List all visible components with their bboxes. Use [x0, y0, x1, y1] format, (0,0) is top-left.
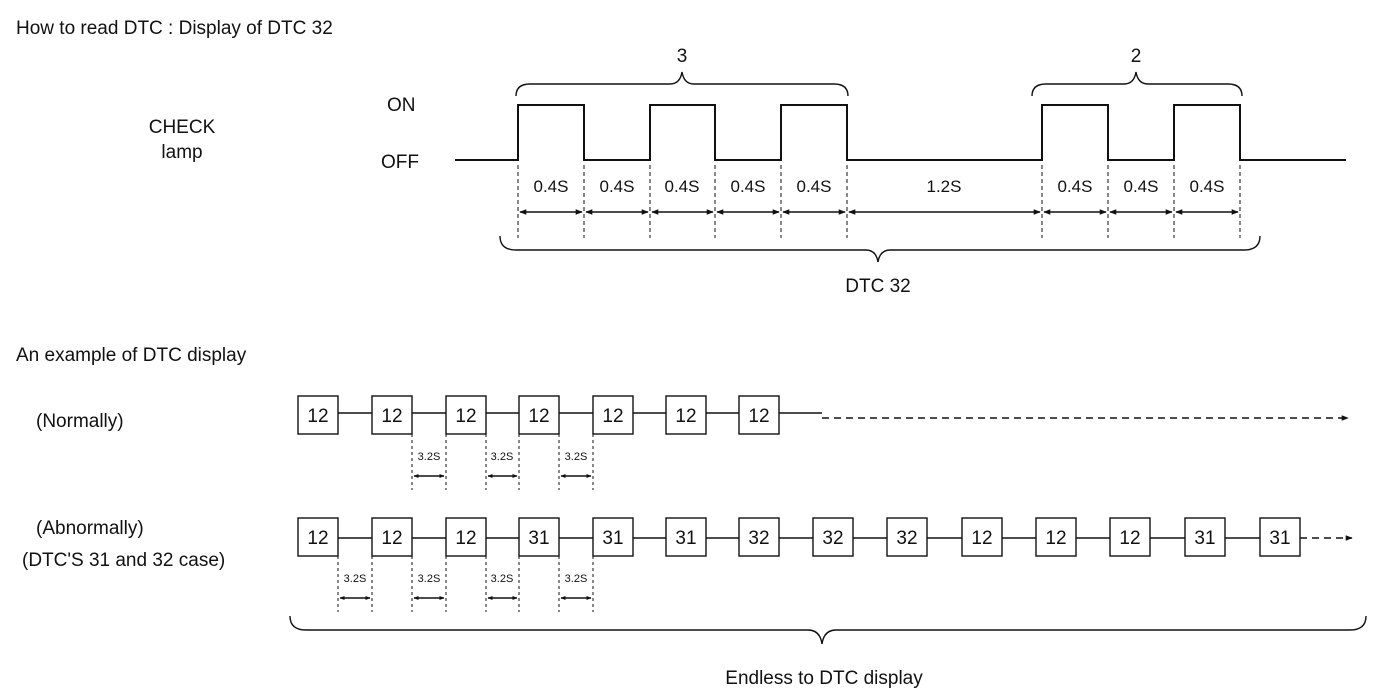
dtc-box	[445, 395, 487, 435]
state-off-label: OFF	[381, 152, 419, 173]
dtc-box-label: 31	[675, 528, 696, 549]
normal-row-label: (Normally)	[36, 411, 124, 432]
dtc-box-label: 12	[307, 528, 328, 549]
dtc-box-label: 32	[896, 528, 917, 549]
brace-first-group	[515, 71, 849, 97]
dtc-box-label: 12	[602, 406, 623, 427]
abnormal-intervals: 3.2S 3.2S 3.2S 3.2S	[337, 556, 594, 612]
lamp-signal-waveform	[455, 104, 1346, 161]
interval-label: 3.2S	[491, 573, 514, 585]
heading-read-dtc: How to read DTC : Display of DTC 32	[16, 18, 333, 39]
dtc-box	[1109, 517, 1151, 557]
dtc-box	[738, 517, 780, 557]
dtc-box	[961, 517, 1003, 557]
dtc-box	[1259, 517, 1301, 557]
check-lamp-label-line2: lamp	[161, 142, 202, 163]
dtc-box-label: 12	[455, 528, 476, 549]
dtc-box-label: 31	[1269, 528, 1290, 549]
dtc-box-label: 12	[675, 406, 696, 427]
interval-label: 3.2S	[491, 451, 514, 463]
dtc-box-label: 12	[1045, 528, 1066, 549]
interval-label: 3.2S	[565, 573, 588, 585]
abnormal-row-label-line2: (DTC'S 31 and 32 case)	[22, 550, 225, 571]
dtc-box-label: 32	[822, 528, 843, 549]
normal-intervals: 3.2S 3.2S 3.2S	[411, 434, 594, 490]
dtc-box	[592, 517, 634, 557]
interval-label: 3.2S	[565, 451, 588, 463]
abnormal-row-label: (Abnormally)	[36, 518, 144, 539]
dtc-box	[371, 395, 413, 435]
duration-label: 0.4S	[534, 177, 569, 196]
duration-label: 0.4S	[665, 177, 700, 196]
brace-second-group	[1031, 71, 1243, 97]
second-digit-count: 2	[1131, 46, 1142, 67]
abnormal-sequence: 12 12 12 31 31 31 32 32 32 12 12 12 31 3…	[297, 517, 1353, 557]
duration-label: 0.4S	[1058, 177, 1093, 196]
first-digit-count: 3	[677, 46, 688, 67]
dtc-box	[445, 517, 487, 557]
interval-label: 3.2S	[344, 573, 367, 585]
dtc-box-label: 12	[307, 406, 328, 427]
endless-label: Endless to DTC display	[725, 668, 923, 689]
dtc-box	[738, 395, 780, 435]
state-on-label: ON	[387, 95, 416, 116]
dtc-box-label: 31	[528, 528, 549, 549]
dtc-box	[297, 517, 339, 557]
dtc-box	[518, 395, 560, 435]
dtc-box-label: 12	[1119, 528, 1140, 549]
dtc-box-label: 31	[602, 528, 623, 549]
dtc-box-label: 12	[381, 406, 402, 427]
duration-label: 0.4S	[1124, 177, 1159, 196]
dtc-box-label: 12	[748, 406, 769, 427]
dtc-box	[1035, 517, 1077, 557]
dtc-box-label: 12	[971, 528, 992, 549]
dtc-box	[592, 395, 634, 435]
dtc-box-label: 31	[1194, 528, 1215, 549]
check-lamp-label: CHECK	[149, 117, 216, 138]
dtc-box	[665, 395, 707, 435]
dtc-box	[371, 517, 413, 557]
dtc-box-label: 12	[528, 406, 549, 427]
duration-label: 1.2S	[927, 177, 962, 196]
duration-label: 0.4S	[1190, 177, 1225, 196]
dtc-box-label: 32	[748, 528, 769, 549]
interval-label: 3.2S	[418, 573, 441, 585]
dtc-box	[665, 517, 707, 557]
heading-example: An example of DTC display	[16, 345, 247, 366]
dtc-box-label: 12	[381, 528, 402, 549]
brace-dtc-code	[499, 235, 1261, 263]
brace-endless	[289, 615, 1367, 645]
dtc-box	[812, 517, 854, 557]
timing-dividers	[517, 165, 1241, 238]
duration-label: 0.4S	[731, 177, 766, 196]
dtc-box-label: 12	[455, 406, 476, 427]
dtc-code-label: DTC 32	[845, 276, 910, 297]
normal-sequence: 12 12 12 12 12 12 12	[297, 395, 1349, 435]
dtc-box	[518, 517, 560, 557]
dtc-box	[1184, 517, 1226, 557]
dtc-box	[297, 395, 339, 435]
duration-label: 0.4S	[797, 177, 832, 196]
dtc-box	[886, 517, 928, 557]
duration-label: 0.4S	[600, 177, 635, 196]
interval-label: 3.2S	[418, 451, 441, 463]
